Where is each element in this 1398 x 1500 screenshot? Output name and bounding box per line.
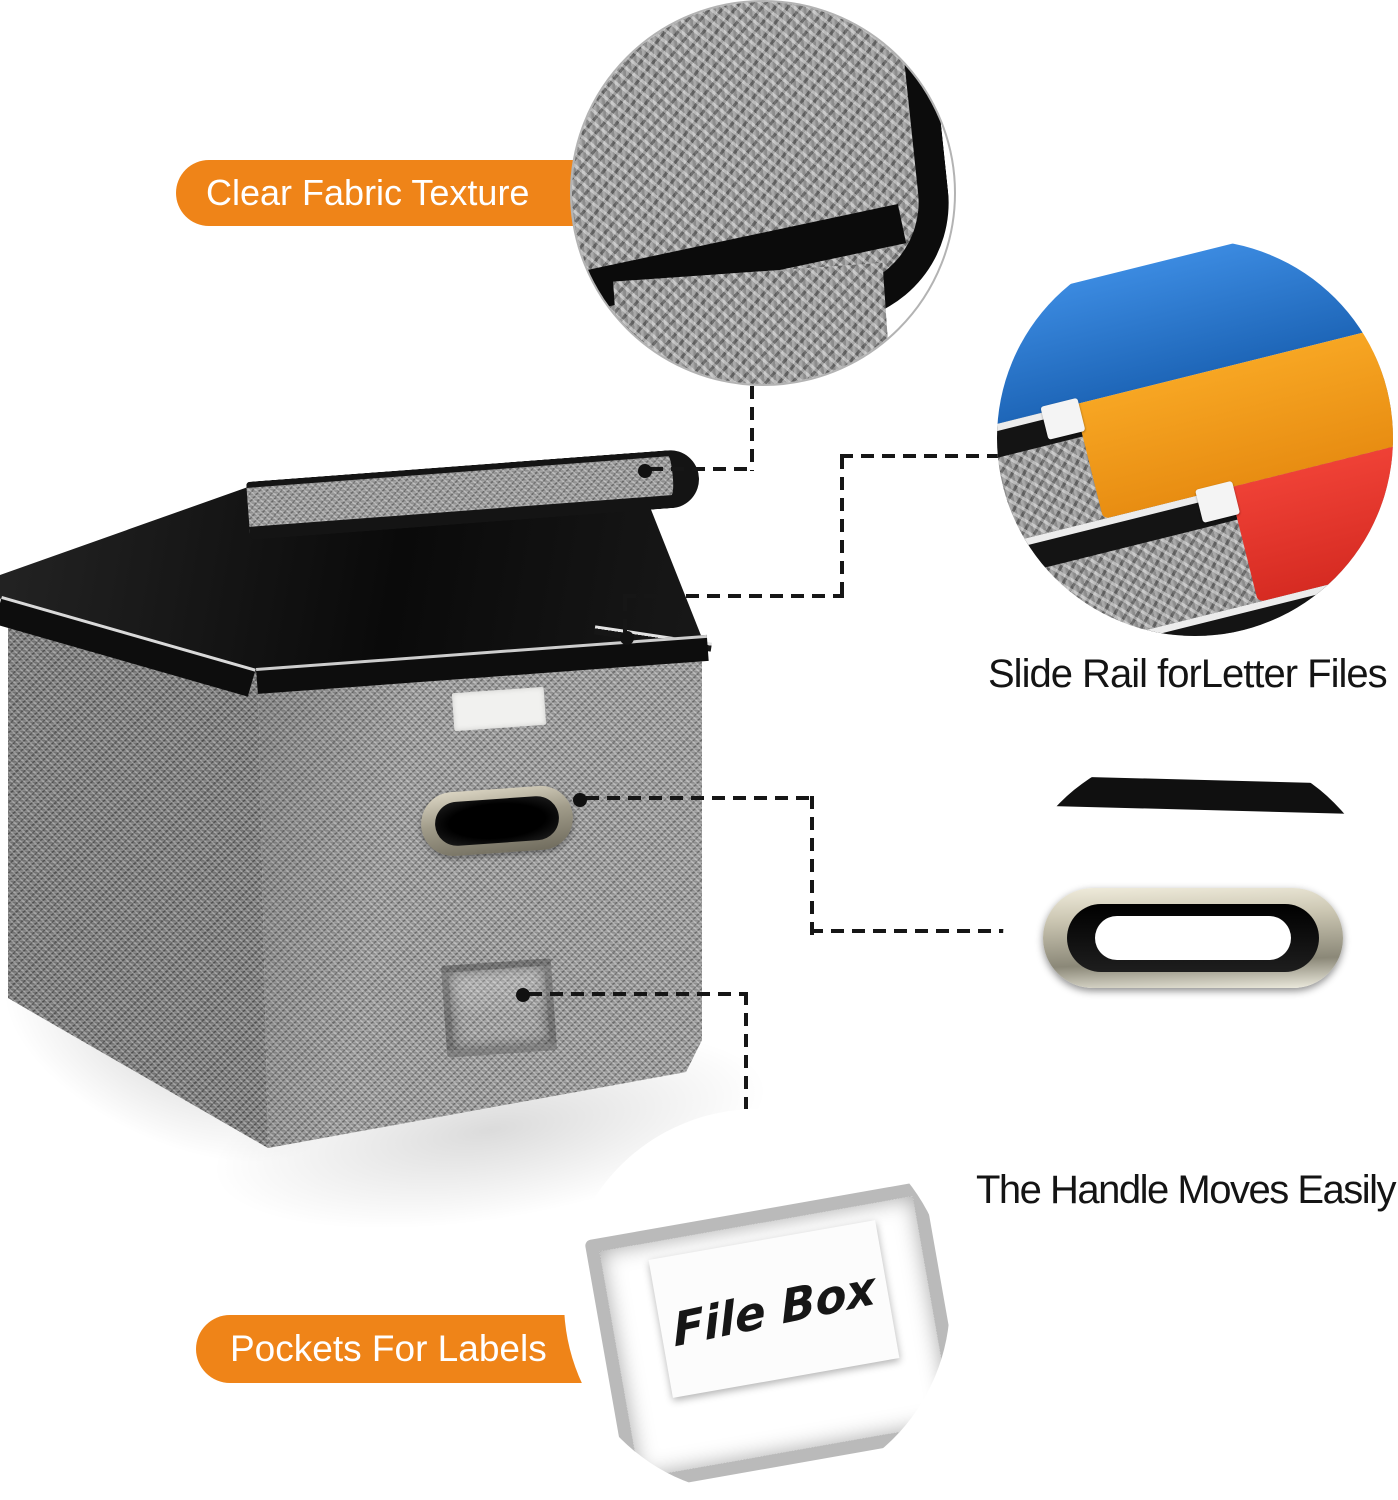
zoom-circle-handle	[1003, 746, 1391, 1134]
leader-line	[744, 992, 748, 1109]
leader-dot-lid	[638, 464, 652, 478]
handle-grommet-closeup	[1043, 888, 1343, 988]
callout-text-handle: The Handle Moves Easily	[976, 1168, 1397, 1212]
leader-dot-handle	[573, 793, 587, 807]
callout-label: Pockets For Labels	[230, 1328, 547, 1369]
leader-line	[840, 454, 1000, 458]
zoom-circle-slide-rail	[997, 240, 1393, 636]
handle-grommet-hole	[1095, 916, 1291, 960]
box-top-tag	[451, 686, 547, 732]
leader-dot-rail	[620, 631, 634, 645]
zoom-circle-label-pocket: File Box	[564, 1109, 950, 1495]
label-card-text: File Box	[671, 1260, 877, 1358]
leader-line	[586, 796, 814, 800]
leader-line	[650, 467, 754, 471]
box-handle-grommet	[418, 783, 576, 859]
box-label-pocket	[440, 958, 558, 1058]
box-handle-hole	[433, 794, 561, 848]
callout-label: Clear Fabric Texture	[206, 172, 530, 213]
handle-trim-closeup	[1003, 774, 1391, 816]
leader-line	[623, 594, 844, 598]
box-fabric-closeup	[613, 262, 893, 384]
leader-line	[840, 456, 844, 598]
leader-line	[623, 598, 627, 638]
leader-line	[810, 929, 1006, 933]
box-left-face	[8, 600, 268, 1148]
callout-text-slide-rail: Slide Rail forLetter Files	[988, 652, 1388, 696]
leader-line	[750, 386, 754, 471]
slide-rail-closeup	[997, 240, 1393, 636]
leader-dot-pocket	[516, 988, 530, 1002]
leader-line	[810, 796, 814, 935]
leader-line	[529, 992, 748, 996]
zoom-circle-fabric-texture	[570, 0, 956, 386]
